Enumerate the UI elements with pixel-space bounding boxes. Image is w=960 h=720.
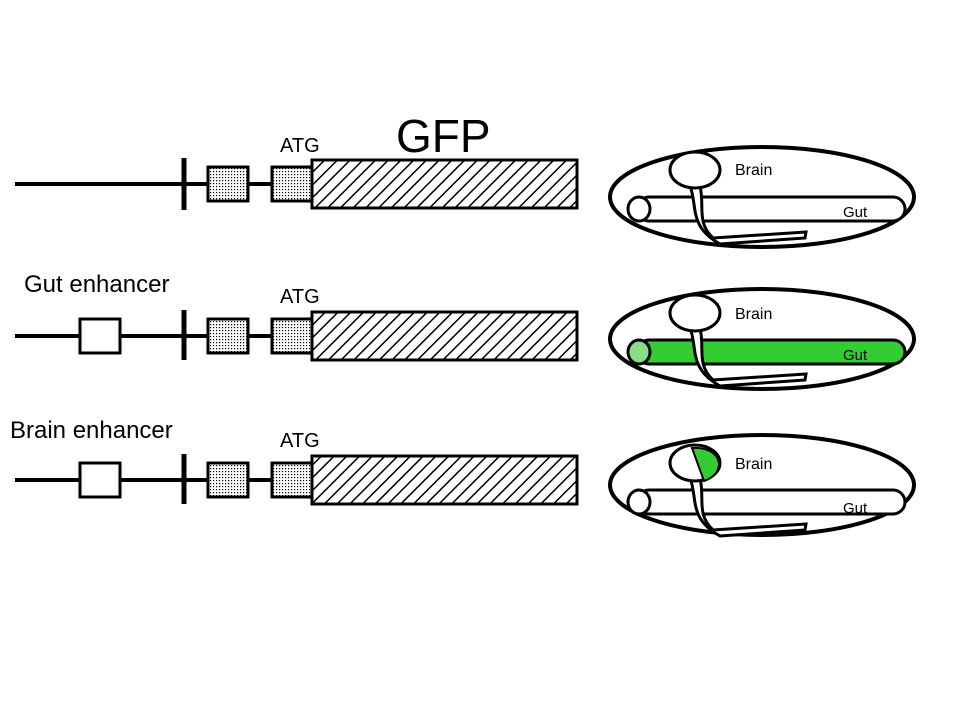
- enhancer-box: [78, 461, 122, 499]
- nerve-cord: [687, 326, 808, 388]
- atg-label: ATG: [280, 430, 320, 452]
- embryo-1: Brain Gut: [608, 145, 916, 249]
- gut-end: [626, 338, 652, 366]
- brain-label: Brain: [735, 162, 772, 179]
- construct-row-1: ATG: [15, 135, 579, 210]
- embryo-3: Brain Gut: [608, 433, 916, 538]
- gut-label: Gut: [843, 204, 868, 221]
- embryo-2: Brain Gut: [608, 287, 916, 391]
- gfp-coding-box: [310, 454, 579, 506]
- atg-label: ATG: [280, 286, 320, 308]
- promoter-box: [270, 461, 314, 499]
- embryo-outline: [608, 433, 916, 537]
- brain: [668, 150, 722, 190]
- gfp-coding-box: [310, 158, 579, 210]
- gfp-coding-box: [310, 310, 579, 362]
- brain-label: Brain: [735, 306, 772, 323]
- promoter-box: [206, 165, 250, 203]
- gfp-title: GFP: [396, 110, 491, 162]
- enhancer-box: [78, 317, 122, 355]
- construct-row-3: Brain enhancer ATG: [10, 417, 579, 506]
- construct-row-2: Gut enhancer ATG: [15, 271, 579, 362]
- gut-end: [626, 488, 652, 516]
- gut-label: Gut: [843, 500, 868, 517]
- nerve-cord: [687, 476, 808, 538]
- brain-enhancer-label: Brain enhancer: [10, 417, 173, 444]
- brain-expressing-gfp: [690, 446, 721, 483]
- nerve-cord: [687, 184, 808, 246]
- promoter-box: [206, 461, 250, 499]
- promoter-box: [270, 317, 314, 355]
- gut-enhancer-label: Gut enhancer: [24, 271, 169, 298]
- promoter-box: [270, 165, 314, 203]
- atg-label: ATG: [280, 135, 320, 157]
- brain-label: Brain: [735, 456, 772, 473]
- brain: [668, 293, 722, 333]
- promoter-box: [206, 317, 250, 355]
- gut-end: [626, 195, 652, 223]
- gut-label: Gut: [843, 347, 868, 364]
